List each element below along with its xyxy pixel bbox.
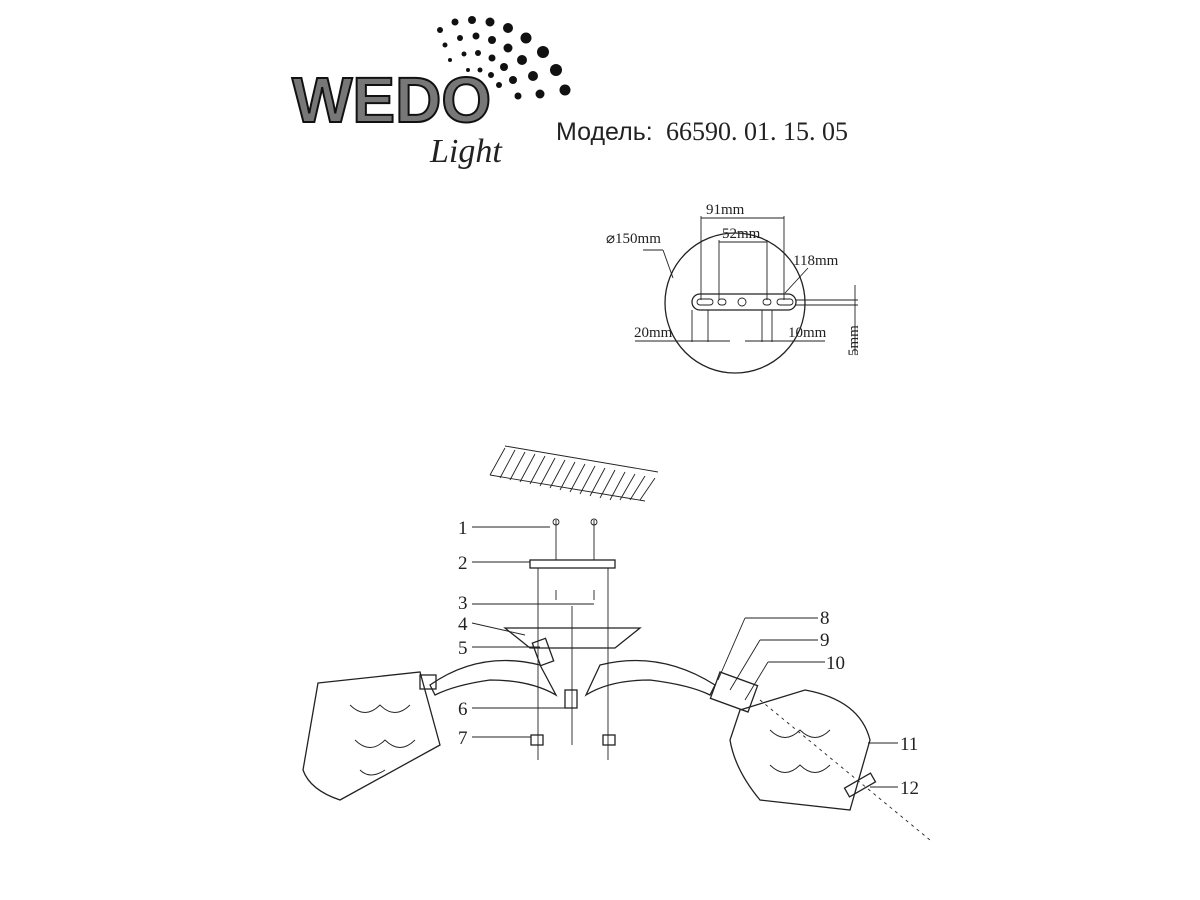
callout-2: 2 — [458, 553, 468, 574]
model-label: Модель: — [556, 118, 653, 146]
wedo-light-logo: WEDO Light — [291, 16, 571, 170]
dim-5mm: 5mm — [846, 325, 862, 356]
model-number: 66590. 01. 15. 05 — [666, 117, 848, 146]
dim-118mm: 118mm — [793, 253, 839, 269]
dim-10mm: 10mm — [788, 325, 827, 341]
logo-wordmark: WEDO — [292, 64, 491, 136]
callout-7: 7 — [458, 728, 468, 749]
callout-6: 6 — [458, 699, 468, 720]
dim-diameter: ⌀150mm — [606, 231, 661, 247]
callout-11: 11 — [900, 734, 918, 755]
chandelier-assembly — [302, 518, 931, 841]
dim-52mm: 52mm — [722, 226, 761, 242]
callouts — [471, 526, 898, 788]
callout-12: 12 — [900, 778, 919, 799]
logo-dots — [437, 16, 571, 100]
callout-10: 10 — [826, 653, 845, 674]
callout-4: 4 — [458, 614, 468, 635]
callout-9: 9 — [820, 630, 830, 651]
mounting-plate-detail: 91mm 52mm ⌀150mm 118mm 20mm 10mm 5mm — [606, 202, 862, 374]
callout-5: 5 — [458, 638, 468, 659]
logo-script: Light — [429, 133, 503, 170]
ceiling-hatch — [489, 445, 659, 502]
callout-3: 3 — [458, 593, 468, 614]
dim-91mm: 91mm — [706, 202, 745, 218]
dim-20mm: 20mm — [634, 325, 673, 341]
callout-8: 8 — [820, 608, 830, 629]
callout-1: 1 — [458, 518, 468, 539]
